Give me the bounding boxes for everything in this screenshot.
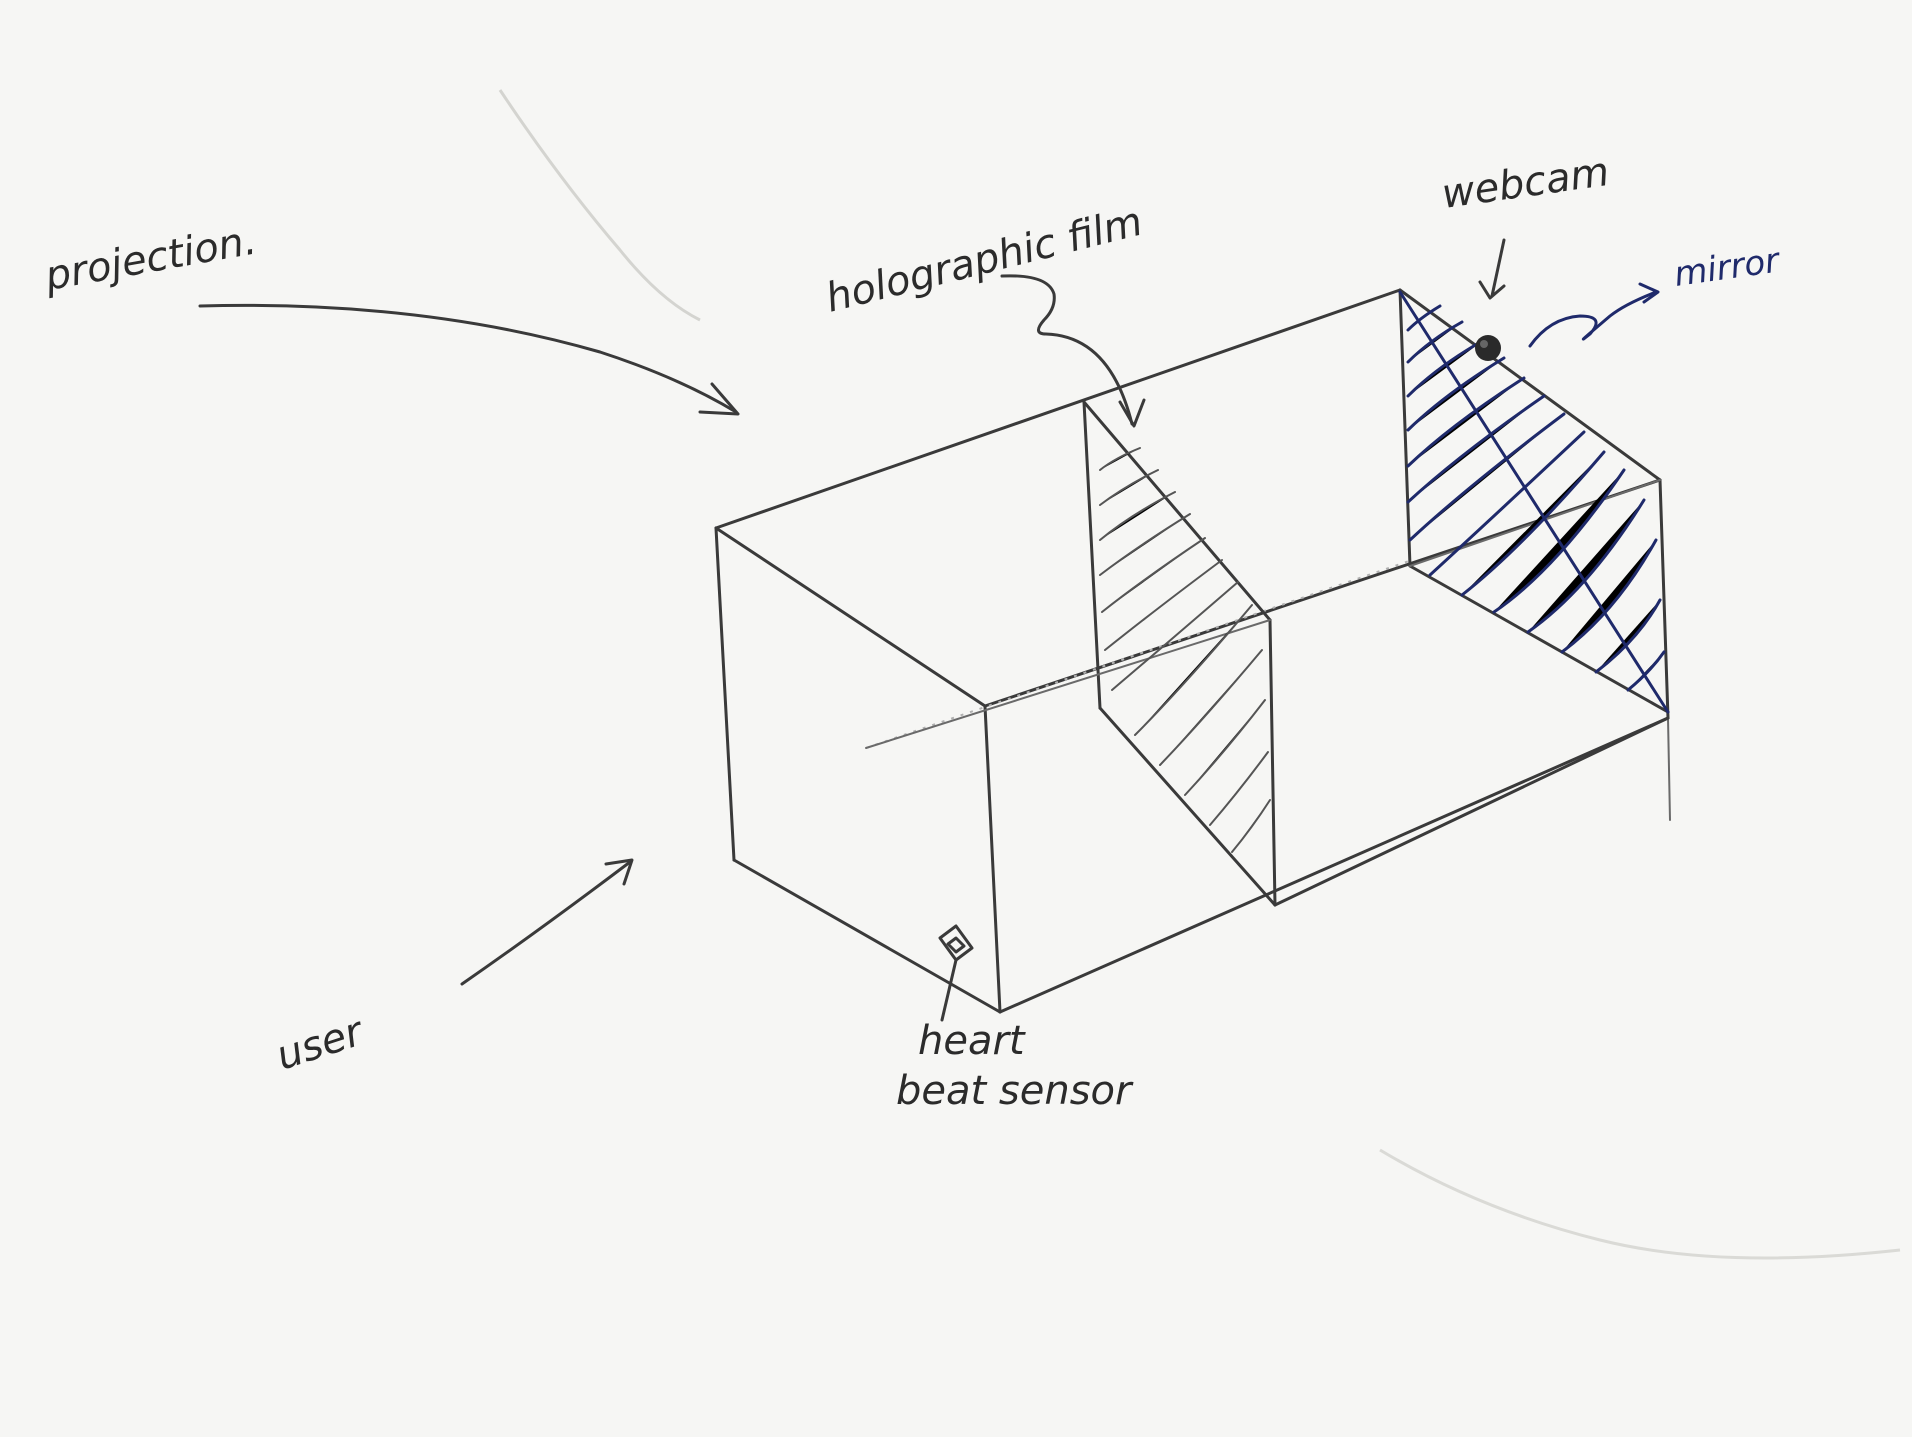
webcam-icon xyxy=(1475,335,1501,361)
webcam-lens-highlight xyxy=(1480,340,1488,348)
beat-sensor-label: beat sensor xyxy=(896,1068,1134,1114)
heart-label: heart xyxy=(918,1018,1026,1064)
